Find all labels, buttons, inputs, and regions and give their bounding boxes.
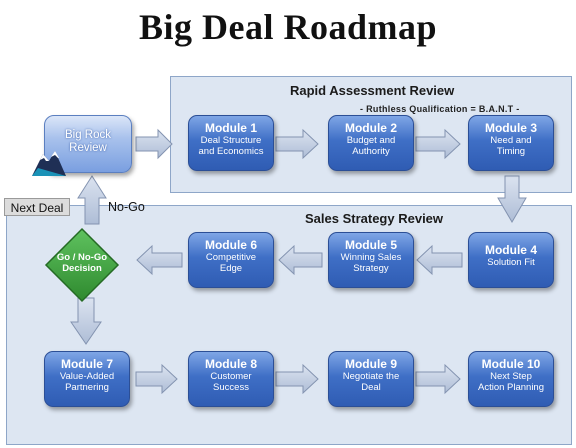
arrow-m9-to-m10 bbox=[415, 363, 461, 395]
next-deal-label: Next Deal bbox=[4, 198, 70, 216]
module-desc-line2: and Economics bbox=[198, 146, 264, 157]
module-10-box: Module 10 Next Step Action Planning bbox=[468, 351, 554, 407]
module-desc-line1: Deal Structure bbox=[200, 135, 262, 146]
rapid-assessment-subtitle: - Ruthless Qualification = B.A.N.T - bbox=[360, 104, 520, 114]
arrow-m3-to-m4 bbox=[497, 175, 527, 223]
mountain-icon bbox=[32, 151, 66, 176]
module-title: Module 8 bbox=[204, 357, 257, 371]
module-title: Module 6 bbox=[204, 238, 257, 252]
sales-strategy-title: Sales Strategy Review bbox=[305, 211, 444, 226]
module-title: Module 5 bbox=[344, 238, 397, 252]
page-title: Big Deal Roadmap bbox=[138, 7, 438, 47]
arrow-decision-to-bigrock bbox=[77, 175, 107, 225]
module-desc-line1: Negotiate the bbox=[342, 371, 400, 382]
module-desc-line1: Competitive bbox=[205, 252, 257, 263]
module-5-box: Module 5 Winning Sales Strategy bbox=[328, 232, 414, 288]
module-2-box: Module 2 Budget and Authority bbox=[328, 115, 414, 171]
arrow-m2-to-m3 bbox=[415, 128, 461, 160]
module-8-box: Module 8 Customer Success bbox=[188, 351, 274, 407]
no-go-label: No-Go bbox=[108, 200, 145, 214]
go-no-go-diamond bbox=[44, 227, 120, 303]
module-title: Module 9 bbox=[344, 357, 397, 371]
decision-text: Go / No-Go Decision bbox=[44, 252, 120, 274]
module-desc-line1: Next Step bbox=[490, 371, 532, 382]
rapid-assessment-title: Rapid Assessment Review bbox=[290, 83, 455, 98]
arrow-m4-to-m5 bbox=[416, 244, 463, 276]
module-title: Module 3 bbox=[484, 121, 537, 135]
module-desc-line2: Timing bbox=[496, 146, 526, 157]
module-6-box: Module 6 Competitive Edge bbox=[188, 232, 274, 288]
module-4-box: Module 4 Solution Fit bbox=[468, 232, 554, 288]
module-title: Module 1 bbox=[204, 121, 257, 135]
arrow-m7-to-m8 bbox=[135, 363, 178, 395]
module-desc-line2: Strategy bbox=[353, 263, 389, 274]
arrow-m1-to-m2 bbox=[275, 128, 319, 160]
big-rock-line2: Review bbox=[69, 142, 107, 154]
module-desc-line2: Deal bbox=[361, 382, 381, 393]
arrow-m8-to-m9 bbox=[275, 363, 319, 395]
decision-line2: Decision bbox=[62, 263, 102, 274]
module-desc-line2: Success bbox=[213, 382, 249, 393]
big-rock-line1: Big Rock bbox=[64, 129, 112, 141]
module-title: Module 2 bbox=[344, 121, 397, 135]
module-title: Module 10 bbox=[481, 357, 541, 371]
arrow-decision-to-m7 bbox=[70, 297, 102, 345]
arrow-bigrock-to-m1 bbox=[135, 128, 173, 160]
module-title: Module 7 bbox=[60, 357, 113, 371]
module-desc-line1: Solution Fit bbox=[487, 257, 535, 268]
module-desc-line2: Partnering bbox=[65, 382, 109, 393]
decision-line1: Go / No-Go bbox=[56, 252, 108, 263]
module-desc-line2: Authority bbox=[352, 146, 390, 157]
arrow-m6-to-decision bbox=[136, 244, 183, 276]
module-title: Module 4 bbox=[484, 243, 537, 257]
module-1-box: Module 1 Deal Structure and Economics bbox=[188, 115, 274, 171]
arrow-m5-to-m6 bbox=[278, 244, 323, 276]
module-desc-line1: Value-Added bbox=[59, 371, 115, 382]
module-9-box: Module 9 Negotiate the Deal bbox=[328, 351, 414, 407]
module-7-box: Module 7 Value-Added Partnering bbox=[44, 351, 130, 407]
module-desc-line1: Need and bbox=[490, 135, 532, 146]
module-desc-line1: Budget and bbox=[346, 135, 396, 146]
module-desc-line1: Customer bbox=[210, 371, 252, 382]
module-desc-line1: Winning Sales bbox=[340, 252, 402, 263]
module-desc-line2: Edge bbox=[219, 263, 243, 274]
module-3-box: Module 3 Need and Timing bbox=[468, 115, 554, 171]
module-desc-line2: Action Planning bbox=[477, 382, 545, 393]
